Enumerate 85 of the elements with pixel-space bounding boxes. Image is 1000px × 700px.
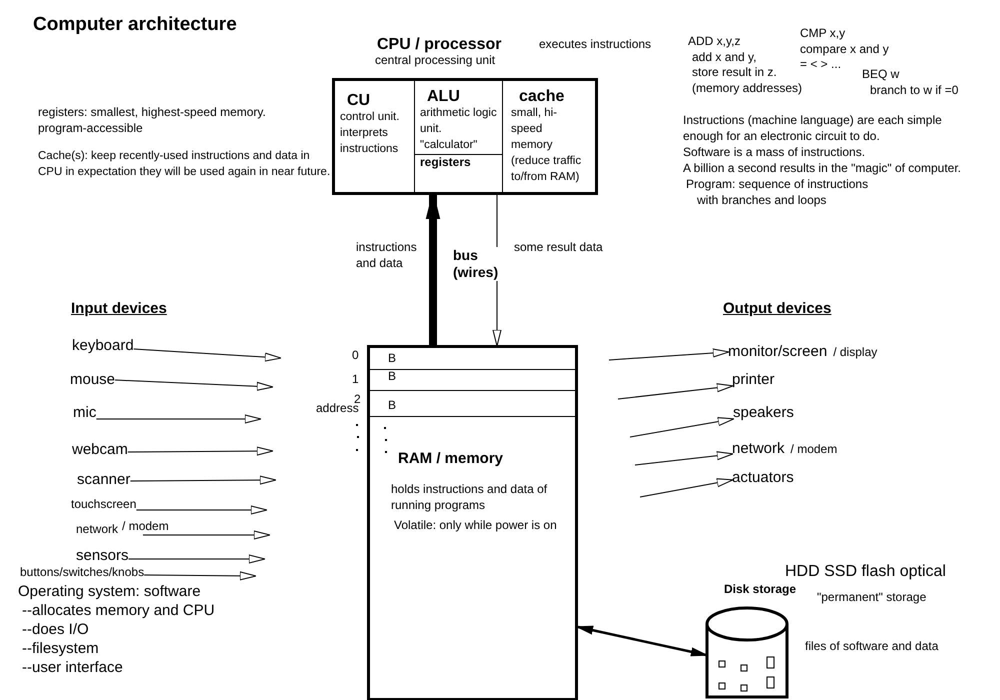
ram-box bbox=[367, 345, 578, 700]
section-note: (reduce traffic to/from RAM) bbox=[510, 154, 582, 185]
cpu-subtitle: central processing unit bbox=[375, 54, 496, 66]
arrow bbox=[142, 530, 270, 540]
ram-description: holds instructions and data of running programs bbox=[391, 481, 548, 513]
cpu-note: executes instructions bbox=[539, 38, 652, 50]
section-heading: cache bbox=[518, 87, 566, 105]
section-heading: Input devices bbox=[71, 301, 167, 316]
device-label: touchscreen bbox=[71, 498, 136, 510]
os-item: --user interface bbox=[22, 660, 123, 675]
arrow bbox=[133, 348, 282, 362]
os-item: --filesystem bbox=[22, 641, 99, 656]
arrow bbox=[618, 383, 734, 400]
device-label-suffix: / modem bbox=[790, 443, 838, 455]
arrow bbox=[630, 417, 734, 438]
arrow bbox=[640, 478, 734, 498]
device-label: network bbox=[732, 441, 785, 456]
device-label-suffix: / display bbox=[833, 346, 878, 358]
storage-note: "permanent" storage bbox=[817, 591, 926, 603]
storage-types: HDD SSD flash optical bbox=[785, 564, 946, 580]
disk-heading: Disk storage bbox=[724, 583, 796, 595]
cell-value: B bbox=[388, 370, 396, 382]
note-text: Program: sequence of instructions bbox=[686, 178, 868, 190]
arrow bbox=[114, 380, 274, 391]
section-description: control unit. interprets instructions bbox=[339, 110, 400, 157]
instruction-code: ADD x,y,z bbox=[688, 35, 740, 47]
arrow bbox=[130, 476, 276, 485]
note-text: registers: smallest, highest-speed memory. program-accessible bbox=[38, 104, 267, 136]
os-item: --does I/O bbox=[22, 622, 89, 637]
section-description: arithmetic logic unit. "calculator" bbox=[419, 106, 498, 153]
device-label: speakers bbox=[733, 405, 794, 420]
device-label: network bbox=[76, 523, 118, 535]
device-label: webcam bbox=[72, 442, 128, 457]
device-label: mic bbox=[73, 405, 96, 420]
storage-description: files of software and data bbox=[805, 640, 938, 652]
instruction-description: branch to w if =0 bbox=[870, 84, 958, 96]
arrow bbox=[136, 506, 268, 514]
instruction-description: compare x and y bbox=[800, 43, 889, 55]
address-number: 0 bbox=[352, 349, 359, 361]
device-label: scanner bbox=[77, 472, 130, 487]
address-label: address bbox=[316, 402, 359, 414]
arrow bbox=[634, 451, 734, 466]
memory-cell bbox=[370, 370, 575, 391]
cpu-heading: CPU / processor bbox=[377, 37, 502, 53]
section-heading: registers bbox=[419, 155, 472, 169]
device-label-suffix: / modem bbox=[122, 520, 169, 532]
note-text: with branches and loops bbox=[697, 194, 826, 206]
arrow bbox=[96, 414, 262, 424]
device-label: sensors bbox=[76, 548, 129, 563]
note-text: A billion a second results in the "magic" of computer. bbox=[683, 162, 961, 174]
note-text: Software is a mass of instructions. bbox=[683, 146, 866, 158]
section-heading: CU bbox=[346, 91, 372, 109]
ram-note: Volatile: only while power is on bbox=[394, 519, 557, 531]
arrow bbox=[426, 192, 440, 345]
instruction-description: (memory addresses) bbox=[692, 82, 802, 94]
address-number: 2 bbox=[354, 393, 361, 405]
note-text: Cache(s): keep recently-used instructions and data in CPU in expectation they will be used again in near future. bbox=[38, 149, 331, 180]
device-label: mouse bbox=[70, 372, 116, 387]
device-label: printer bbox=[732, 372, 775, 387]
arrow bbox=[576, 626, 708, 656]
os-item: --allocates memory and CPU bbox=[22, 603, 215, 618]
cell-value: B bbox=[388, 352, 396, 364]
diagram-title: Computer architecture bbox=[33, 15, 237, 34]
device-label: buttons/switches/knobs bbox=[20, 566, 144, 578]
arrow bbox=[608, 348, 730, 360]
alu-section bbox=[415, 81, 503, 155]
device-label: actuators bbox=[732, 470, 794, 485]
note-text: Instructions (machine language) are each simple enough for an electronic circuit to do. bbox=[683, 112, 943, 144]
ram-heading: RAM / memory bbox=[398, 451, 504, 466]
os-heading: Operating system: software bbox=[18, 584, 201, 599]
arrow bbox=[127, 446, 274, 456]
address-number: 1 bbox=[352, 373, 359, 385]
device-label: keyboard bbox=[72, 338, 134, 353]
arrow bbox=[144, 571, 256, 580]
instruction-code: BEQ w bbox=[862, 68, 900, 80]
instruction-description: add x and y, bbox=[692, 51, 756, 63]
cell-value: B bbox=[388, 399, 396, 411]
instruction-code: CMP x,y bbox=[800, 27, 846, 39]
section-heading: ALU bbox=[426, 87, 461, 105]
section-description: small, hi-speed memory bbox=[510, 106, 558, 153]
device-label: monitor/screen bbox=[728, 344, 828, 359]
section-heading: Output devices bbox=[723, 301, 832, 316]
instruction-description: store result in z. bbox=[692, 66, 777, 78]
instruction-description: = < > ... bbox=[800, 58, 842, 70]
arrow bbox=[128, 554, 266, 564]
